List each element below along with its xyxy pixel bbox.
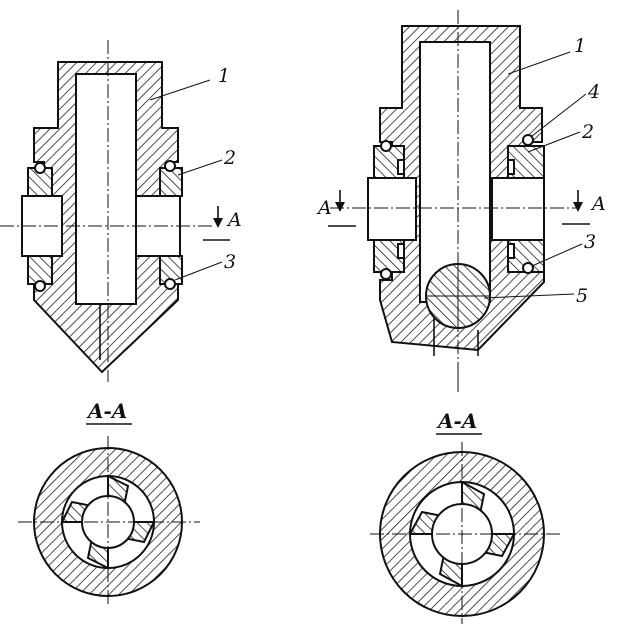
left-callout-2: 2 <box>223 147 236 169</box>
left-nozzle-view: A 1 2 3 <box>0 40 242 382</box>
right-leader-2 <box>527 131 581 153</box>
left-callout-1: 1 <box>218 65 230 87</box>
left-leader-2 <box>177 159 223 176</box>
left-o-ring-top-right <box>164 160 176 172</box>
right-o-ring-bottom-left <box>380 268 392 280</box>
right-section-title: A-A <box>436 409 477 433</box>
left-o-ring-top-left <box>34 162 46 174</box>
left-ring-part-3 <box>159 255 183 285</box>
right-nozzle-view: A A 1 4 2 3 5 <box>316 10 606 392</box>
right-o-ring-bottom-right <box>522 262 534 274</box>
left-section-title: A-A <box>86 399 127 423</box>
right-section-letter-right: A <box>590 193 606 215</box>
right-o-ring-top-right <box>522 134 534 146</box>
left-section-aa: A-A <box>18 399 200 606</box>
right-leader-4 <box>531 93 587 137</box>
right-section-arrow-left-head <box>335 202 345 212</box>
right-ring-cavity-right <box>491 177 545 241</box>
right-seal-right-top <box>507 159 515 175</box>
right-seal-left-top <box>397 159 405 175</box>
right-callout-5: 5 <box>576 285 588 307</box>
right-leader-3 <box>531 243 583 267</box>
right-leader-1 <box>507 51 571 75</box>
right-ring-left-bottom <box>373 239 405 273</box>
right-bore <box>419 41 491 303</box>
right-ring-cavity-left <box>367 177 417 241</box>
left-section-letter: A <box>226 209 242 231</box>
left-bore <box>75 73 137 305</box>
left-o-ring-bottom-left <box>34 280 46 292</box>
right-section-arrow-right-head <box>573 202 583 212</box>
right-ring-part-3 <box>507 239 545 273</box>
left-ring-part-2 <box>159 167 183 197</box>
right-o-ring-top-left <box>380 140 392 152</box>
right-seal-right-bottom <box>507 243 515 259</box>
right-seal-left-bottom <box>397 243 405 259</box>
right-section-aa: A-A <box>370 409 560 624</box>
right-callout-2: 2 <box>581 121 594 143</box>
right-leader-5 <box>483 293 575 299</box>
left-o-ring-bottom-right <box>164 278 176 290</box>
left-leader-1 <box>149 79 211 101</box>
right-section-letter-left: A <box>316 197 332 219</box>
right-callout-4: 4 <box>587 81 600 103</box>
left-leader-3 <box>174 261 223 281</box>
left-ring-left-bottom <box>27 255 53 285</box>
right-callout-1: 1 <box>574 35 586 57</box>
right-ring-left-top <box>373 145 405 179</box>
left-callout-3: 3 <box>224 251 236 273</box>
left-section-arrow-head <box>213 218 223 228</box>
right-callout-3: 3 <box>584 231 596 253</box>
